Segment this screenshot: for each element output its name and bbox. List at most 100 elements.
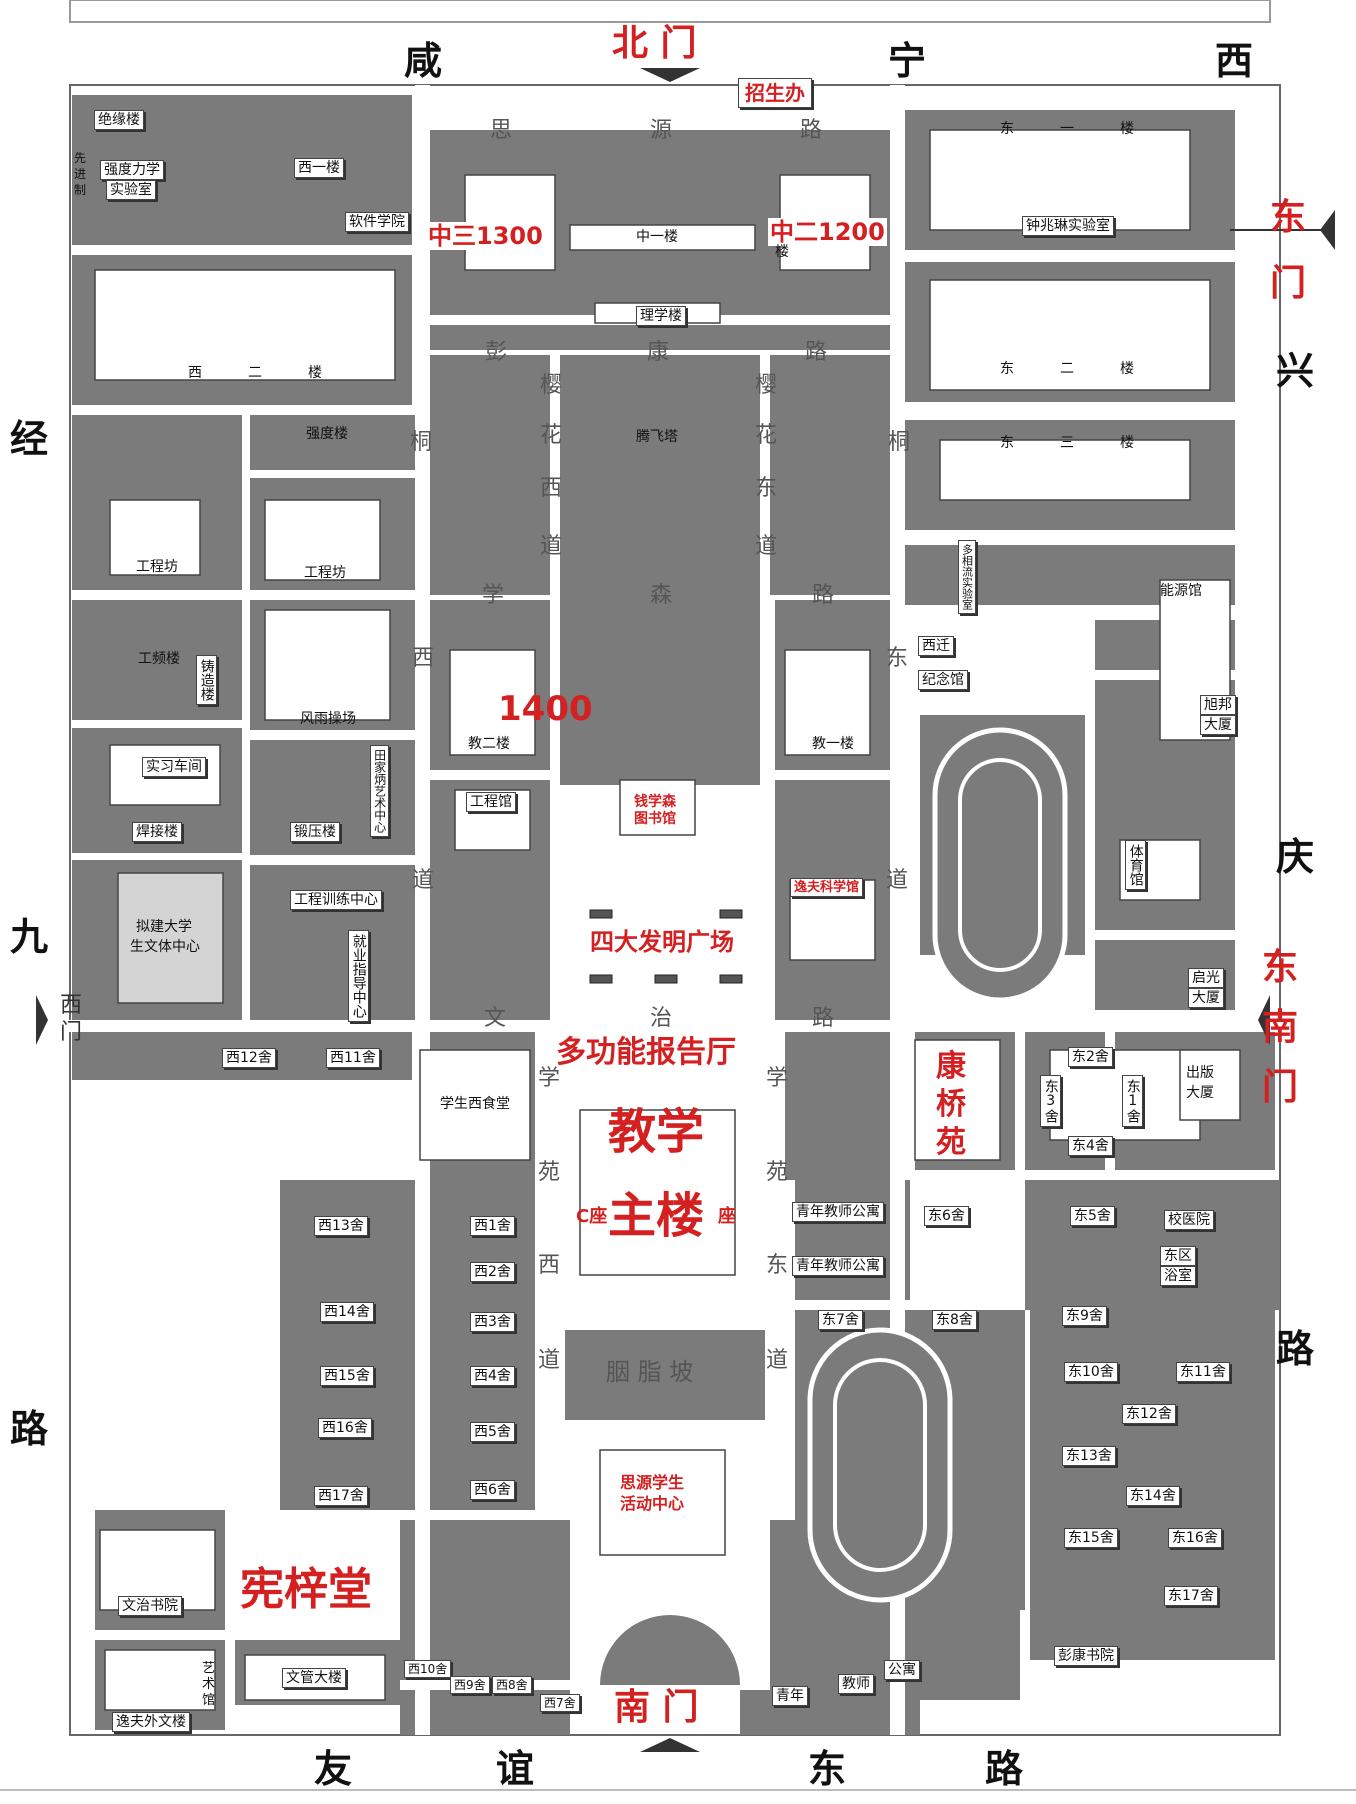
zhuzao-building[interactable]: 铸造楼 [196,655,217,705]
dong3-3[interactable]: 楼 [1120,435,1134,451]
duoxiang-lab[interactable]: 多相流实验室 [958,540,976,614]
dong1-3[interactable]: 楼 [1120,121,1134,137]
wenzhi-college[interactable]: 文治书院 [118,1596,182,1616]
dong5-dorm[interactable]: 东5舍 [1070,1206,1115,1226]
qiangdu-lab-2[interactable]: 实验室 [106,180,156,200]
xi15-dorm[interactable]: 西15舍 [320,1366,374,1386]
xi3-dorm[interactable]: 西3舍 [470,1312,515,1332]
gongxun-center[interactable]: 工程训练中心 [290,890,382,910]
tengfei-tower[interactable]: 腾飞塔 [636,429,678,445]
library-line2[interactable]: 图书馆 [634,811,676,827]
southeast-gate-2[interactable]: 南 [1262,1007,1299,1048]
xi2-dorm[interactable]: 西2舍 [470,1262,515,1282]
nengyuan-hall[interactable]: 能源馆 [1160,583,1202,599]
gongcheng-fang-2[interactable]: 工程坊 [304,565,346,581]
art-3[interactable]: 馆 [202,1693,216,1708]
dong2-2[interactable]: 二 [1060,361,1074,377]
xiqian[interactable]: 西迁 [918,636,954,656]
siyuan-center-line1[interactable]: 思源学生 [620,1473,685,1492]
xi17-dorm[interactable]: 西17舍 [314,1486,368,1506]
zhong-lab[interactable]: 钟兆琳实验室 [1022,216,1114,236]
four-inventions-square[interactable]: 四大发明广场 [590,928,734,956]
kangqiao-1[interactable]: 康 [936,1049,966,1084]
main-building-line1[interactable]: 教学 [608,1104,705,1160]
room-1400[interactable]: 1400 [498,689,593,729]
xi2-1[interactable]: 西 [188,365,202,381]
dong2-dorm[interactable]: 东2舍 [1068,1047,1113,1067]
shixi-workshop[interactable]: 实习车间 [142,757,206,777]
dong7-dorm[interactable]: 东7舍 [818,1310,863,1330]
jiao2-building[interactable]: 教二楼 [468,736,510,752]
jiaoshi-south[interactable]: 教师 [838,1674,874,1694]
qingnian-apt-1[interactable]: 青年教师公寓 [792,1202,884,1222]
zhong2-room[interactable]: 中二1200 [768,218,887,246]
wenguan-building[interactable]: 文管大楼 [282,1668,346,1688]
east-gate-1[interactable]: 东 [1270,197,1307,238]
library-line1[interactable]: 钱学森 [634,794,676,810]
dongqu-bath-1[interactable]: 东区 [1160,1246,1196,1266]
qiangdu-building[interactable]: 强度楼 [306,426,348,442]
xianzi-hall[interactable]: 宪梓堂 [240,1564,372,1615]
dong9-dorm[interactable]: 东9舍 [1062,1306,1107,1326]
xubang-1[interactable]: 旭邦 [1200,695,1236,715]
nijian-2[interactable]: 生文体中心 [130,939,200,955]
tiyu-hall[interactable]: 体育馆 [1125,840,1146,890]
multi-function-hall[interactable]: 多功能报告厅 [556,1035,736,1070]
dong15-dorm[interactable]: 东15舍 [1064,1528,1118,1548]
dong1-2[interactable]: 一 [1060,121,1074,137]
dong14-dorm[interactable]: 东14舍 [1126,1486,1180,1506]
jiao1-building[interactable]: 教一楼 [812,736,854,752]
xi2-3[interactable]: 楼 [308,365,322,381]
pengkang-college[interactable]: 彭康书院 [1054,1646,1118,1666]
xi14-dorm[interactable]: 西14舍 [320,1302,374,1322]
dong4-dorm[interactable]: 东4舍 [1068,1136,1113,1156]
dong2-1[interactable]: 东 [1000,361,1014,377]
dong12-dorm[interactable]: 东12舍 [1122,1404,1176,1424]
gongcheng-fang-1[interactable]: 工程坊 [136,559,178,575]
dong8-dorm[interactable]: 东8舍 [932,1310,977,1330]
gongpin-building[interactable]: 工频楼 [138,651,180,667]
xi8-dorm[interactable]: 西8舍 [492,1676,532,1694]
xi5-dorm[interactable]: 西5舍 [470,1422,515,1442]
dong11-dorm[interactable]: 东11舍 [1176,1362,1230,1382]
qiguang-1[interactable]: 启光 [1188,968,1224,988]
xi7-dorm[interactable]: 西7舍 [540,1694,580,1712]
dong10-dorm[interactable]: 东10舍 [1064,1362,1118,1382]
xi10-dorm[interactable]: 西10舍 [404,1660,452,1678]
west-gate-2[interactable]: 门 [60,1020,83,1045]
zhong3-room[interactable]: 中三1300 [426,222,545,250]
dong3-2[interactable]: 三 [1060,435,1074,451]
xi2-2[interactable]: 二 [248,365,262,381]
dong13-dorm[interactable]: 东13舍 [1062,1446,1116,1466]
dong17-dorm[interactable]: 东17舍 [1164,1586,1218,1606]
main-building-line2[interactable]: 主楼 [608,1188,705,1244]
jiuye-center[interactable]: 就业指导中心 [348,930,369,1022]
nijian-1[interactable]: 拟建大学 [136,919,192,935]
school-hospital[interactable]: 校医院 [1164,1210,1214,1230]
dong1-dorm[interactable]: 东1舍 [1122,1075,1143,1127]
dong16-dorm[interactable]: 东16舍 [1168,1528,1222,1548]
qingnian-south[interactable]: 青年 [772,1686,808,1706]
east-gate-2[interactable]: 门 [1270,263,1307,304]
gongyu-south[interactable]: 公寓 [884,1660,920,1680]
kangqiao-3[interactable]: 苑 [936,1125,966,1160]
north-gate[interactable]: 北 门 [612,23,697,64]
xi1-dorm[interactable]: 西1舍 [470,1216,515,1236]
dong6-dorm[interactable]: 东6舍 [924,1206,969,1226]
qiguang-2[interactable]: 大厦 [1188,988,1224,1008]
admissions-office[interactable]: 招生办 [738,78,812,108]
jinian-hall[interactable]: 纪念馆 [918,670,968,690]
chuban-2[interactable]: 大厦 [1186,1085,1214,1101]
southeast-gate-3[interactable]: 门 [1262,1067,1299,1108]
art-1[interactable]: 艺 [202,1661,216,1676]
dong1-1[interactable]: 东 [1000,121,1014,137]
tianjia-center[interactable]: 田家炳艺术中心 [370,745,389,837]
xi1-building[interactable]: 西一楼 [294,158,344,178]
dongqu-bath-2[interactable]: 浴室 [1160,1266,1196,1286]
qingnian-apt-2[interactable]: 青年教师公寓 [792,1256,884,1276]
yifu-foreign-lang[interactable]: 逸夫外文楼 [112,1712,190,1732]
xi13-dorm[interactable]: 西13舍 [314,1216,368,1236]
xubang-2[interactable]: 大厦 [1200,715,1236,735]
siyuan-center-line2[interactable]: 活动中心 [620,1494,685,1513]
zhong1-building[interactable]: 中一楼 [636,229,678,245]
